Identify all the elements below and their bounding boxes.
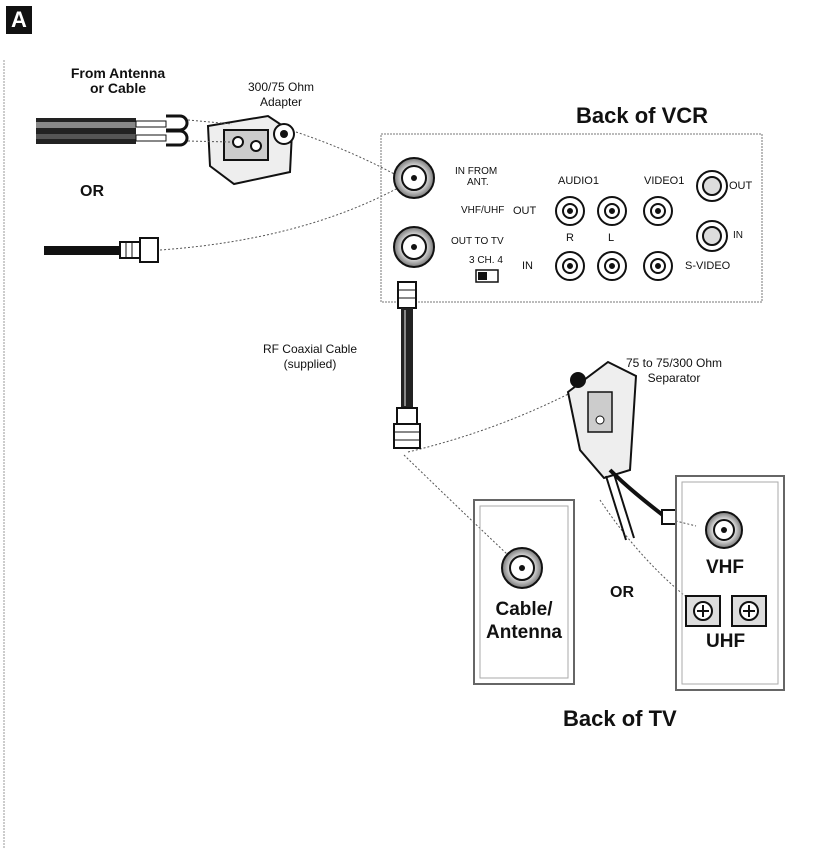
antenna-source-label: From Antenna or Cable xyxy=(60,66,176,96)
tv-terminals-uhf xyxy=(685,595,767,627)
separator-75-300 xyxy=(566,360,677,541)
vcr-r-label: R xyxy=(566,232,574,244)
rca-jacks xyxy=(555,196,673,281)
adapter-label-line1: 300/75 Ohm xyxy=(247,80,315,94)
separator-label-line2: Separator xyxy=(647,371,701,385)
tv-plate-cable xyxy=(473,499,575,685)
tv-uhf-label: UHF xyxy=(706,631,746,652)
adapter-label-line2: Adapter xyxy=(259,95,303,109)
tv-cable-antenna-label: Cable/ Antenna xyxy=(478,598,570,644)
coax-label-line1: RF Coaxial Cable xyxy=(262,342,358,356)
vcr-jack-in-from-ant xyxy=(393,157,435,199)
tv-jack-cable xyxy=(501,547,543,589)
in-from-line1: IN FROM xyxy=(455,166,498,177)
vcr-vhf-uhf-label: VHF/UHF xyxy=(461,205,505,216)
coax-label: RF Coaxial Cable (supplied) xyxy=(250,342,370,372)
vcr-video-label: VIDEO1 xyxy=(644,175,685,187)
vcr-audio-label: AUDIO1 xyxy=(558,175,599,187)
tv-vhf-label: VHF xyxy=(706,557,744,578)
vcr-channel-label: 3 CH. 4 xyxy=(469,255,503,266)
vcr-svideo-in-label: IN xyxy=(733,230,743,241)
separator-label-line1: 75 to 75/300 Ohm xyxy=(625,356,723,370)
panel-letter-badge: A xyxy=(6,6,32,34)
adapter-300-75 xyxy=(206,114,295,186)
vcr-audio-out-label: OUT xyxy=(513,205,537,217)
in-from-line2: ANT. xyxy=(467,177,489,188)
tv-cable-line1: Cable/ xyxy=(495,599,553,620)
svideo-jacks xyxy=(696,170,728,252)
tv-jack-vhf xyxy=(705,511,743,549)
vcr-svideo-out-label: OUT xyxy=(729,180,753,192)
antenna-label-line1: From Antenna xyxy=(70,65,166,81)
adapter-label: 300/75 Ohm Adapter xyxy=(236,80,326,110)
rf-coaxial-cable xyxy=(393,281,421,449)
vcr-panel xyxy=(380,133,763,303)
tv-title: Back of TV xyxy=(563,706,677,731)
tv-cable-line2: Antenna xyxy=(486,622,562,643)
separator-label: 75 to 75/300 Ohm Separator xyxy=(614,356,734,386)
tv-plate-vhf-uhf xyxy=(675,475,785,691)
vcr-jack-out-to-tv xyxy=(393,226,435,268)
tv-or-label: OR xyxy=(610,584,634,601)
vcr-out-to-tv-label: OUT TO TV xyxy=(451,236,504,247)
antenna-label-line2: or Cable xyxy=(89,80,146,96)
vcr-title: Back of VCR xyxy=(576,103,709,128)
source-or-label: OR xyxy=(80,183,104,200)
vcr-l-label: L xyxy=(608,232,615,244)
vcr-in-from-ant-label: IN FROM ANT. xyxy=(455,166,497,188)
vcr-svideo-label: S-VIDEO xyxy=(685,260,731,272)
twin-lead-wire xyxy=(36,114,189,147)
vcr-audio-in-label: IN xyxy=(522,260,533,272)
coax-label-line2: (supplied) xyxy=(283,357,337,371)
coax-plug-left xyxy=(44,237,159,263)
